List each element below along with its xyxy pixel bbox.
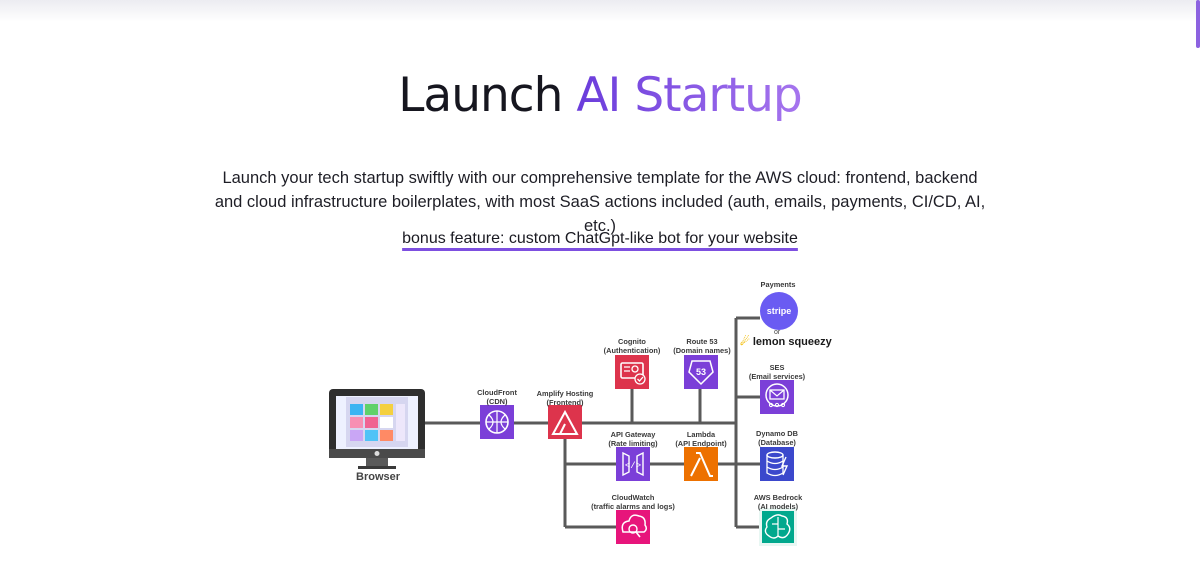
bonus-feature-link[interactable]: bonus feature: custom ChatGpt-like bot f… bbox=[402, 230, 798, 247]
page-description: Launch your tech startup swiftly with ou… bbox=[214, 169, 986, 235]
ses-label: SES(Email services) bbox=[748, 363, 806, 381]
route53-label: Route 53(Domain names) bbox=[673, 337, 731, 355]
payments-label: Payments bbox=[760, 280, 796, 289]
svg-text:53: 53 bbox=[696, 367, 706, 377]
amplify-label: Amplify Hosting(Frontend) bbox=[536, 389, 594, 407]
lemon-icon: ☄ bbox=[740, 336, 750, 348]
page-title: Launch AI Startup bbox=[398, 68, 803, 123]
top-shadow bbox=[0, 0, 1200, 22]
dynamodb-label: Dynamo DB(Database) bbox=[756, 429, 798, 447]
route53-icon: 53 bbox=[684, 355, 718, 389]
browser-monitor-icon bbox=[329, 389, 425, 469]
lambda-icon bbox=[684, 447, 718, 481]
amplify-icon bbox=[548, 405, 582, 439]
lambda-label: Lambda(API Endpoint) bbox=[675, 430, 727, 448]
dynamodb-icon bbox=[760, 447, 794, 481]
cognito-label: Cognito(Authentication) bbox=[603, 337, 661, 355]
cloudfront-label: CloudFront(CDN) bbox=[477, 388, 517, 406]
browser-label: Browser bbox=[356, 471, 401, 483]
diagram-connectors bbox=[424, 316, 760, 529]
scrollbar-thumb[interactable] bbox=[1196, 0, 1200, 48]
api-gateway-icon: </> bbox=[616, 447, 650, 481]
ses-icon bbox=[760, 380, 794, 414]
cloudwatch-label: CloudWatch(traffic alarms and logs) bbox=[591, 493, 675, 511]
cognito-icon bbox=[615, 355, 649, 389]
svg-text:</>: </> bbox=[625, 461, 641, 471]
cloudwatch-icon bbox=[616, 510, 650, 544]
lemon-squeezy-logo: ☄lemon squeezy bbox=[740, 336, 832, 348]
cloudfront-icon bbox=[480, 405, 514, 439]
bonus-feature: bonus feature: custom ChatGpt-like bot f… bbox=[0, 230, 1200, 248]
bedrock-icon bbox=[759, 508, 797, 546]
stripe-logo: stripe bbox=[760, 292, 798, 330]
bedrock-label: AWS Bedrock(AI models) bbox=[753, 493, 803, 511]
or-label: or bbox=[774, 329, 781, 336]
api-gateway-label: API Gateway(Rate limiting) bbox=[608, 430, 658, 448]
